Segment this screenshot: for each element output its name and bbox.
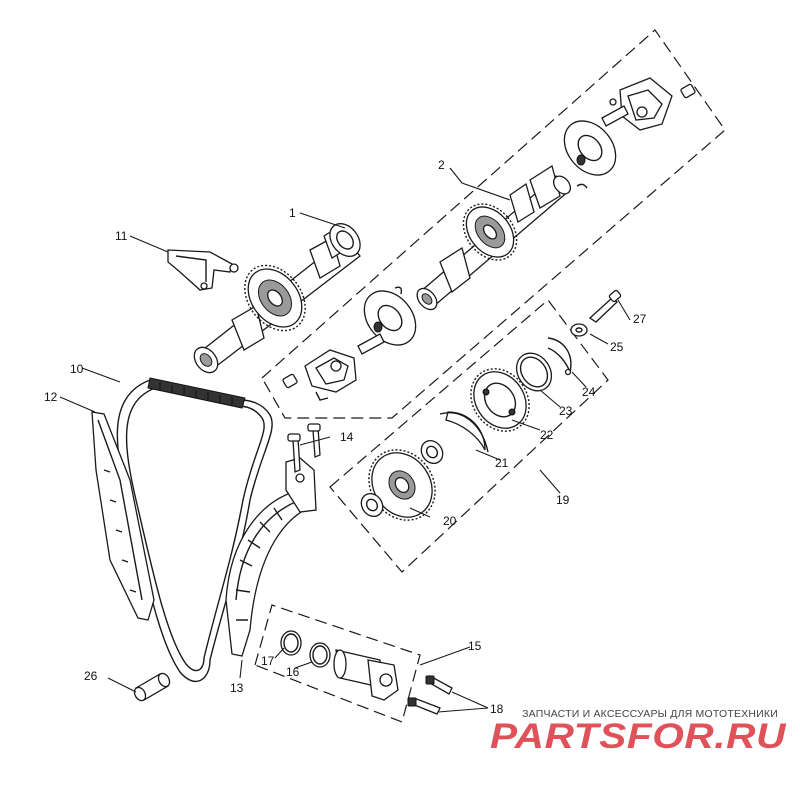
callout-numbers: 1 2 10 11 12 13 14 15 16 17 18 19 20 21 … — [44, 158, 647, 716]
bolts-14 — [287, 423, 321, 473]
chain-guide-12 — [91, 411, 155, 621]
tensioner-assembly — [280, 630, 453, 715]
callout-12: 12 — [44, 390, 58, 404]
group-2-outline — [261, 29, 726, 419]
callout-10: 10 — [70, 362, 84, 376]
callout-16: 16 — [286, 665, 300, 679]
callout-19: 19 — [556, 493, 570, 507]
callout-27: 27 — [633, 312, 647, 326]
callout-21: 21 — [495, 456, 509, 470]
group-19-outline — [329, 299, 609, 573]
callout-2: 2 — [438, 158, 445, 172]
leader-lines — [59, 167, 631, 713]
callout-1: 1 — [289, 206, 296, 220]
callout-20: 20 — [443, 514, 457, 528]
callout-26: 26 — [84, 669, 98, 683]
callout-25: 25 — [610, 340, 624, 354]
idler-sprocket-assembly — [360, 289, 622, 521]
group-15-outline — [254, 604, 421, 723]
callout-15: 15 — [468, 639, 482, 653]
camshaft-upper — [416, 164, 572, 311]
watermark: ЗАПЧАСТИ И АКСЕССУАРЫ ДЛЯ МОТОТЕХНИКИ PA… — [490, 708, 786, 756]
tensioner-blade-13 — [225, 457, 317, 657]
camshaft-lower — [193, 223, 361, 374]
callout-11: 11 — [115, 229, 128, 243]
callout-17: 17 — [261, 654, 275, 668]
callout-18: 18 — [490, 702, 504, 716]
watermark-logo: PARTSFOR.RU — [490, 717, 786, 756]
bracket-11 — [167, 249, 239, 291]
watermark-caption: ЗАПЧАСТИ И АКСЕССУАРЫ ДЛЯ МОТОТЕХНИКИ — [522, 708, 778, 720]
callout-22: 22 — [540, 428, 554, 442]
callout-23: 23 — [559, 404, 573, 418]
decompressor-upper — [563, 77, 696, 189]
pin-26 — [133, 672, 171, 702]
callout-24: 24 — [582, 385, 596, 399]
callout-14: 14 — [340, 430, 354, 444]
decompressor-lower — [282, 286, 417, 401]
callout-13: 13 — [230, 681, 244, 695]
